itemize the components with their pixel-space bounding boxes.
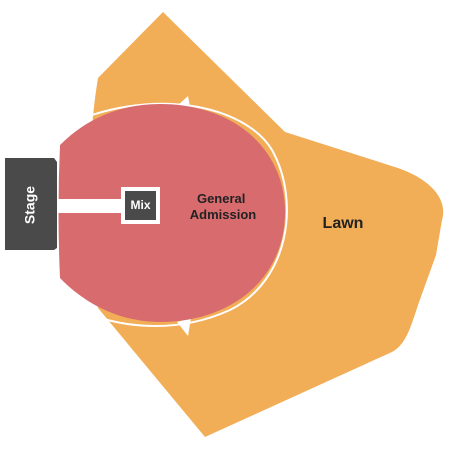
general-admission-label-line2: Admission (190, 207, 257, 222)
stage-block[interactable] (5, 158, 57, 250)
general-admission-label: General Admission (190, 191, 257, 222)
stage[interactable]: Stage (5, 158, 57, 250)
general-admission-label-line1: General (197, 191, 245, 206)
mix-position[interactable]: Mix (121, 187, 160, 224)
mix-label: Mix (130, 198, 150, 212)
lawn-label: Lawn (323, 215, 364, 232)
mix-walkway (57, 199, 125, 213)
stage-label: Stage (22, 186, 38, 224)
general-admission-area[interactable] (58, 104, 286, 322)
ga-notch-bottom (177, 318, 191, 336)
mix-box[interactable] (125, 191, 156, 220)
general-admission-section[interactable] (58, 104, 286, 322)
